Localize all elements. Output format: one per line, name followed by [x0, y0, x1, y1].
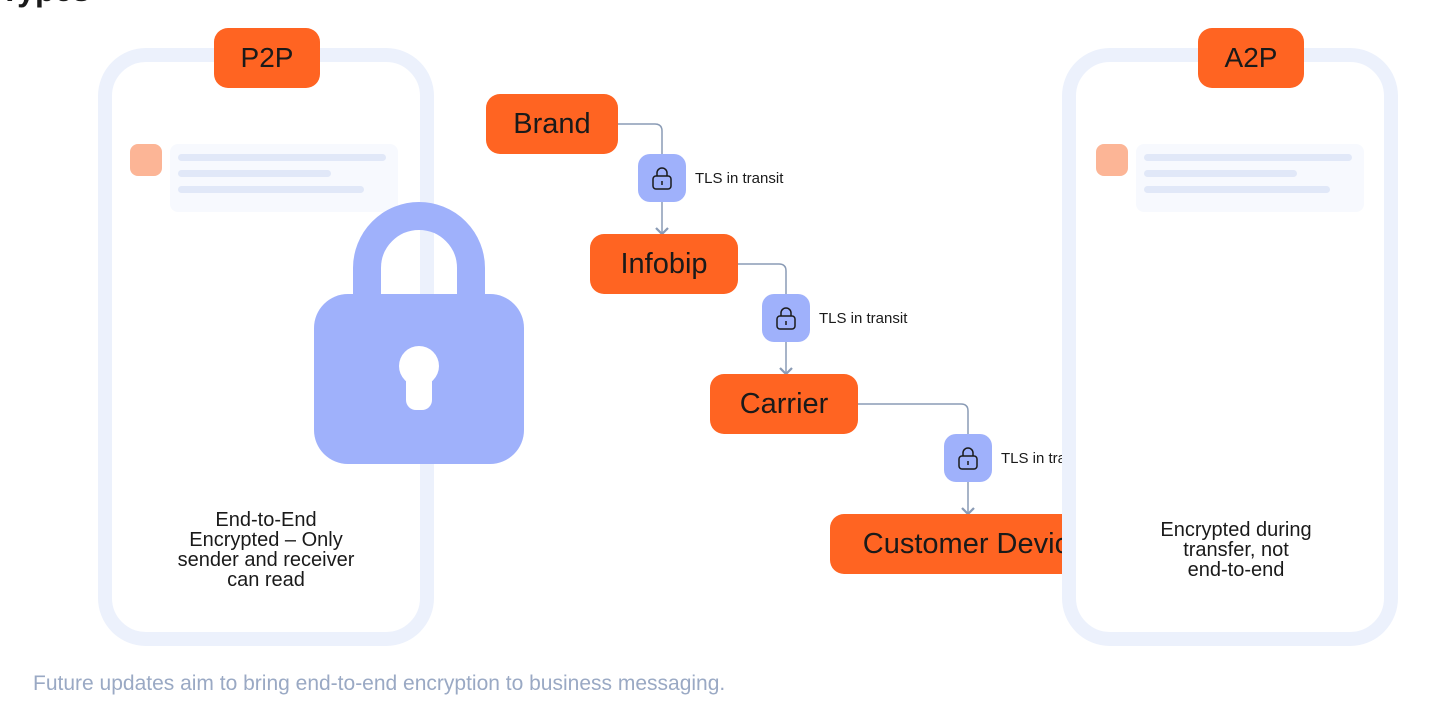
a2p-caption: Encrypted during transfer, not end-to-en… [1160, 519, 1312, 581]
p2p-caption: End-to-End Encrypted – Only sender and r… [177, 509, 355, 591]
a2p-message-line [1144, 170, 1297, 177]
node-brand[interactable]: Brand [486, 94, 618, 154]
p2p-phone-frame [98, 48, 434, 646]
connector-infobip-carrier [738, 263, 793, 376]
a2p-message-avatar [1096, 144, 1128, 176]
p2p-message-card [170, 144, 398, 212]
p2p-tag: P2P [214, 28, 320, 88]
a2p-message-line [1144, 154, 1352, 161]
small-lock-icon [776, 307, 796, 330]
tls-lock-badge [762, 294, 810, 342]
footnote-text: Future updates aim to bring end-to-end e… [33, 672, 726, 695]
p2p-message-line [178, 186, 364, 193]
node-carrier[interactable]: Carrier [710, 374, 858, 434]
node-infobip[interactable]: Infobip [590, 234, 738, 294]
small-lock-icon [958, 447, 978, 470]
p2p-message-line [178, 170, 331, 177]
p2p-message-line [178, 154, 386, 161]
a2p-message-line [1144, 186, 1330, 193]
tls-label: TLS in transit [695, 170, 784, 187]
a2p-phone-frame [1062, 48, 1398, 646]
connector-carrier-device [858, 403, 975, 516]
tls-lock-badge [638, 154, 686, 202]
padlock-icon [314, 202, 524, 464]
section-heading: Types [0, 0, 90, 9]
a2p-message-card [1136, 144, 1364, 212]
p2p-message-avatar [130, 144, 162, 176]
a2p-tag: A2P [1198, 28, 1304, 88]
connector-brand-infobip [618, 123, 669, 236]
tls-label: TLS in transit [819, 310, 908, 327]
small-lock-icon [652, 167, 672, 190]
tls-lock-badge [944, 434, 992, 482]
